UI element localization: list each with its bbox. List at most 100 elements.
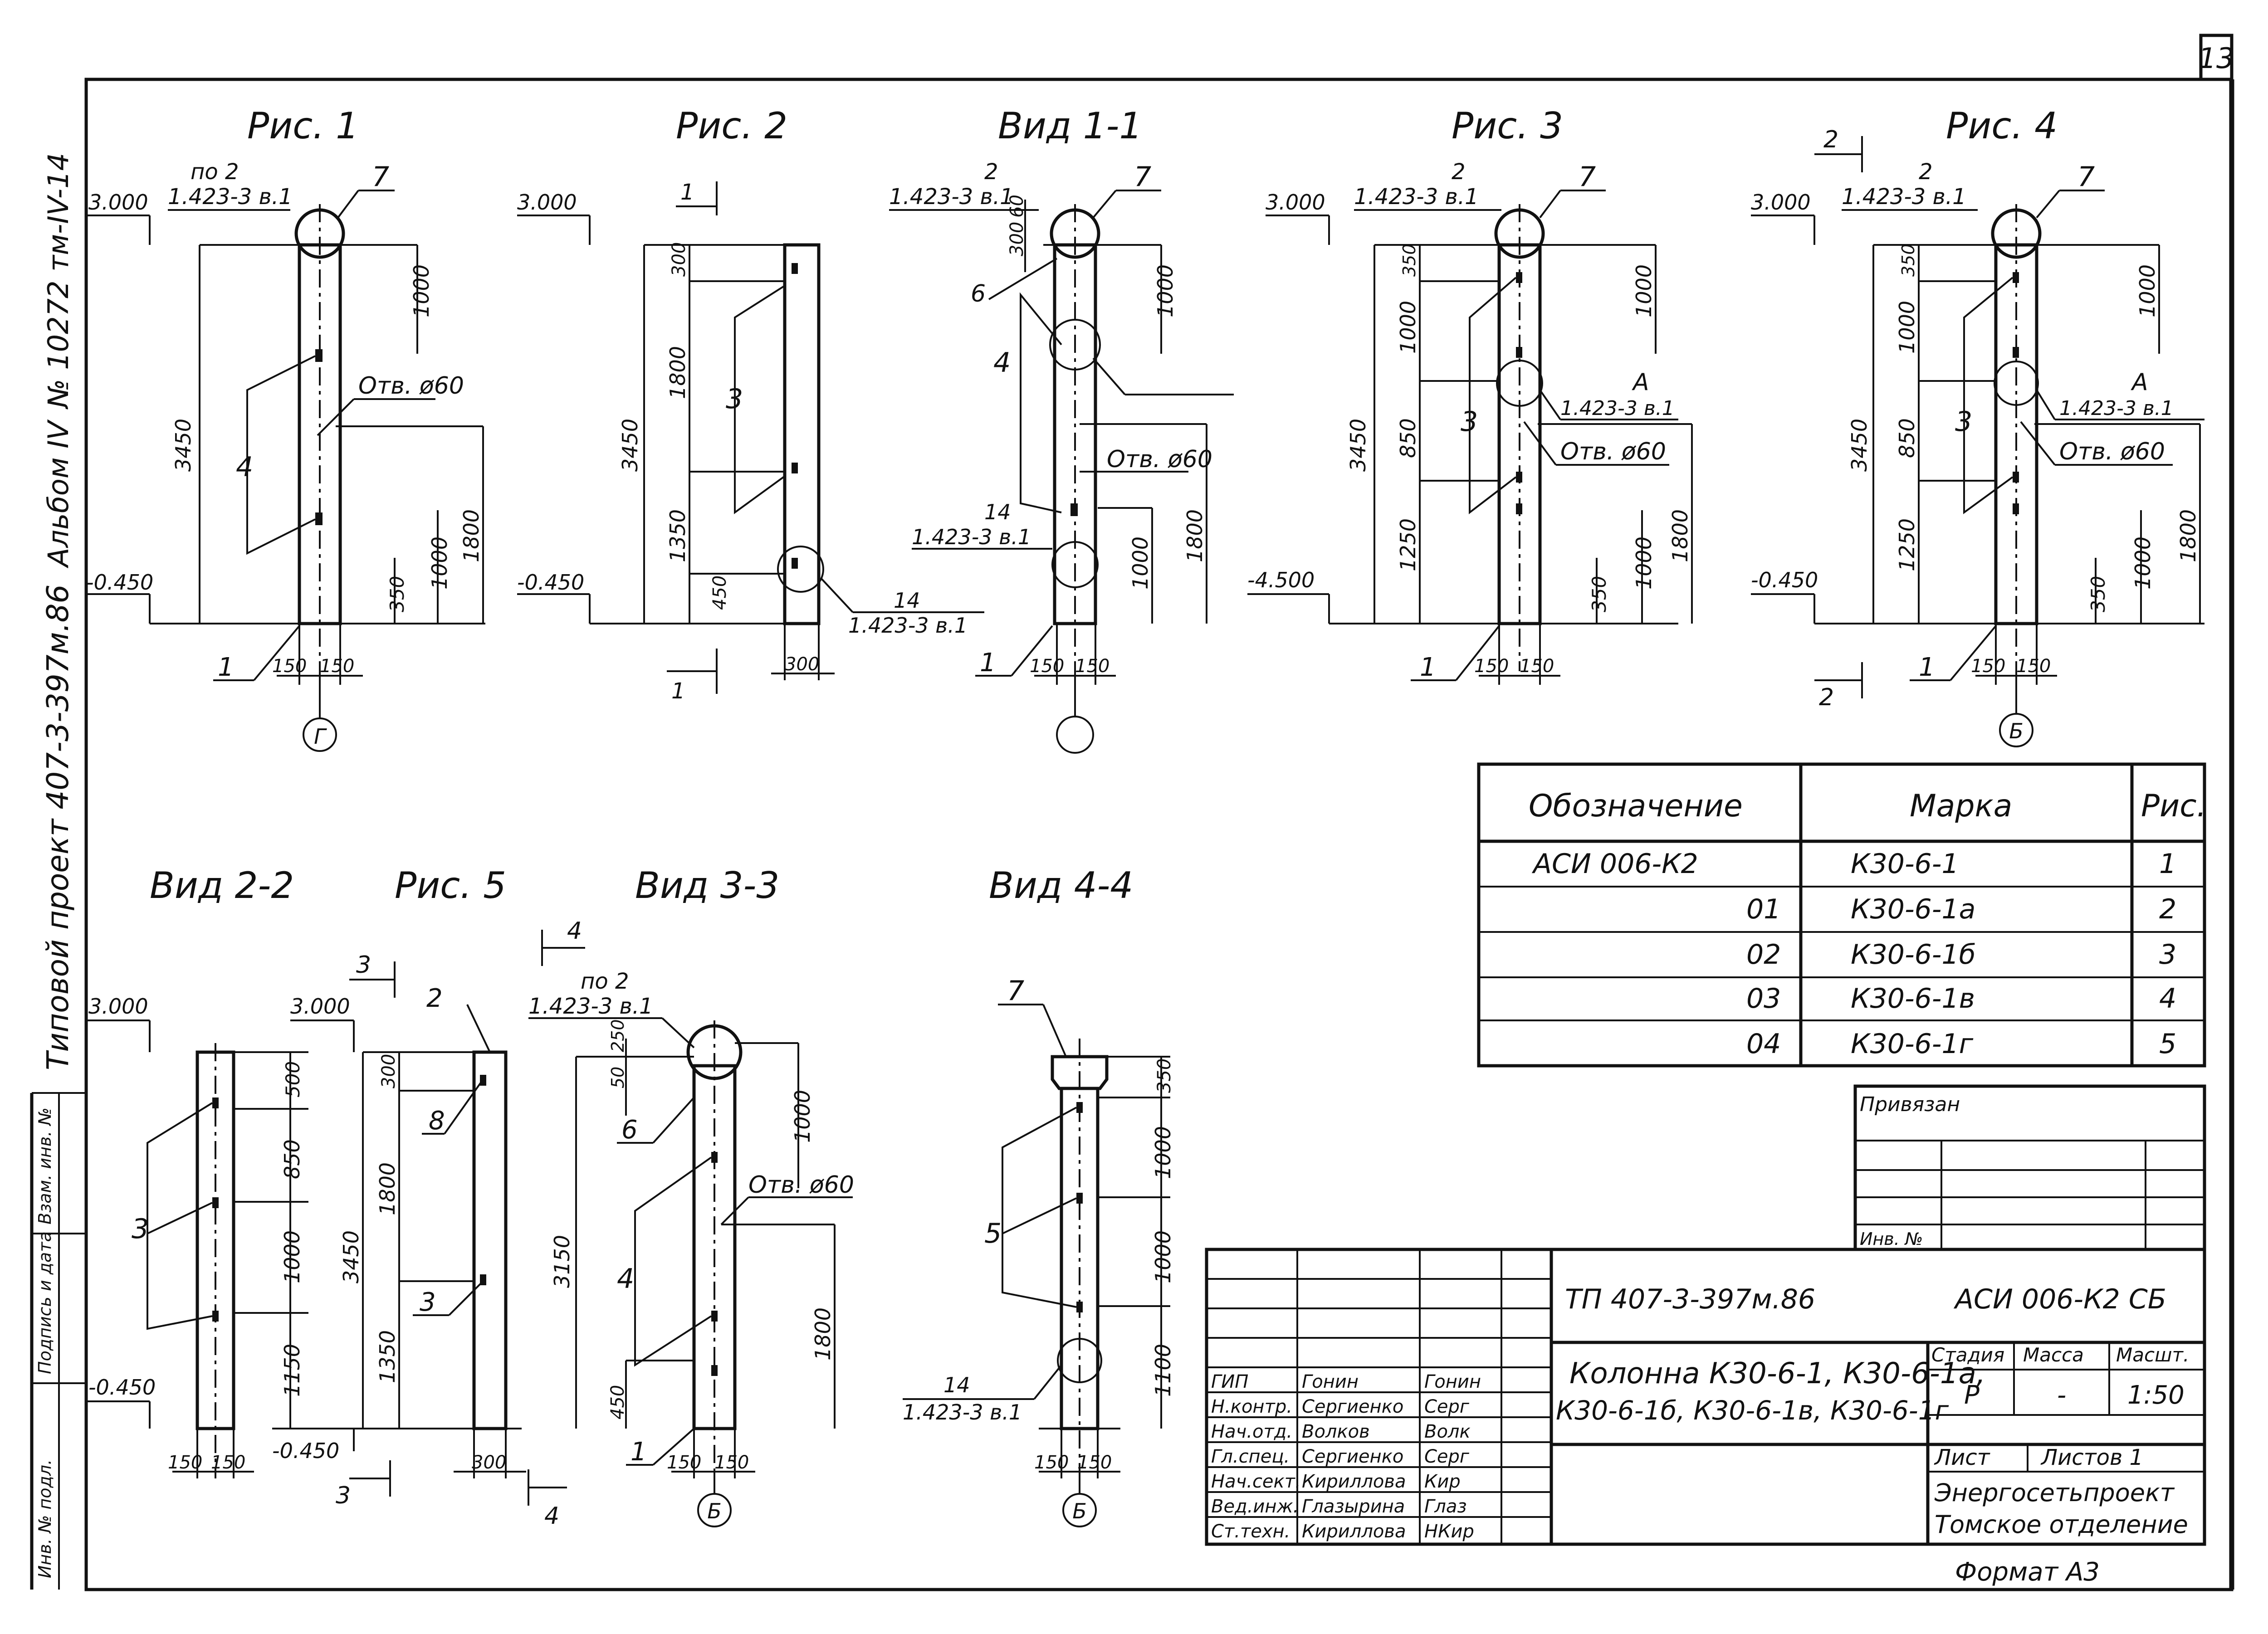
sig-role: Нач.сект. — [1211, 1471, 1301, 1492]
svg-text:3: 3 — [336, 1482, 351, 1509]
svg-text:1: 1 — [631, 1437, 647, 1467]
spec-row-mark: К30-6-1в — [1851, 983, 1975, 1015]
svg-text:Б: Б — [2009, 719, 2024, 743]
sig-signature: Серг — [1424, 1396, 1470, 1417]
spec-row-mark: К30-6-1 — [1851, 848, 1959, 880]
tb-scale: 1:50 — [2127, 1380, 2185, 1410]
svg-text:Отв. ø60: Отв. ø60 — [2059, 438, 2165, 465]
tb-doc-code: АСИ 006-К2 СБ — [1953, 1283, 2166, 1315]
svg-text:4: 4 — [544, 1502, 559, 1530]
sig-signature: Волк — [1424, 1421, 1471, 1442]
svg-text:Б: Б — [1072, 1499, 1087, 1523]
svg-text:60: 60 — [1007, 195, 1027, 218]
figure-view22: Вид 2-2 3.000 -0.450 500 850 1000 1150 1… — [86, 864, 308, 1478]
svg-text:3.000: 3.000 — [1751, 190, 1811, 215]
svg-text:3: 3 — [132, 1213, 149, 1245]
svg-text:150: 150 — [320, 656, 354, 677]
fig2-title: Рис. 2 — [676, 105, 787, 147]
svg-text:Отв. ø60: Отв. ø60 — [748, 1171, 854, 1199]
svg-text:1: 1 — [980, 648, 996, 678]
fig5-title: Рис. 5 — [395, 864, 506, 907]
fig2-elev-top: 3.000 — [517, 190, 577, 215]
svg-text:300: 300 — [1007, 222, 1027, 256]
view33-title: Вид 3-3 — [635, 864, 779, 907]
fig2-column-side — [783, 243, 821, 625]
svg-text:350: 350 — [1399, 244, 1419, 277]
svg-text:1000: 1000 — [2131, 537, 2155, 590]
svg-text:150: 150 — [667, 1452, 701, 1473]
svg-text:300: 300 — [472, 1452, 506, 1473]
svg-text:3450: 3450 — [1847, 419, 1872, 472]
svg-text:14: 14 — [943, 1373, 970, 1397]
sig-name: Кириллова — [1302, 1471, 1406, 1492]
svg-text:1.423-3 в.1: 1.423-3 в.1 — [848, 613, 968, 638]
svg-text:150: 150 — [168, 1452, 202, 1473]
svg-text:1800: 1800 — [459, 509, 484, 562]
svg-text:А: А — [1632, 369, 1649, 396]
sig-signature: НКир — [1424, 1521, 1474, 1542]
spec-row-designation: 04 — [1746, 1028, 1781, 1060]
side-stamp-project: Типовой проект 407-3-397м.86 — [40, 584, 75, 1070]
sig-name: Гонин — [1302, 1371, 1359, 1392]
svg-text:8: 8 — [429, 1106, 445, 1136]
svg-text:14: 14 — [894, 588, 920, 613]
spec-row-fig: 2 — [2159, 893, 2176, 925]
svg-text:1000: 1000 — [280, 1230, 304, 1283]
svg-text:1.423-3 в.1: 1.423-3 в.1 — [912, 525, 1031, 549]
svg-text:4: 4 — [617, 1263, 634, 1295]
fig1-title: Рис. 1 — [247, 105, 359, 147]
sig-signature: Глаз — [1424, 1496, 1467, 1517]
svg-text:500: 500 — [282, 1061, 304, 1097]
svg-text:3: 3 — [1955, 406, 1972, 438]
svg-text:1: 1 — [671, 678, 685, 704]
sig-name: Волков — [1302, 1421, 1370, 1442]
svg-text:6: 6 — [621, 1115, 638, 1145]
fig1-callout-4: 4 — [236, 451, 253, 483]
svg-text:-0.450: -0.450 — [272, 1439, 339, 1463]
svg-text:2: 2 — [1919, 159, 1933, 185]
fig1-ref-top: по 2 — [191, 159, 239, 185]
tb-project-code: ТП 407-3-397м.86 — [1565, 1283, 1815, 1315]
svg-text:3: 3 — [1461, 406, 1478, 438]
svg-text:2: 2 — [984, 159, 998, 185]
fig4-title: Рис. 4 — [1946, 105, 2058, 147]
spec-row-fig: 5 — [2159, 1028, 2176, 1060]
tb-mass: - — [2057, 1380, 2066, 1410]
fig1-callout-7: 7 — [372, 161, 389, 193]
spec-row-designation: 01 — [1746, 893, 1781, 925]
fig1-opening — [315, 512, 323, 525]
sig-signature: Серг — [1424, 1446, 1470, 1467]
side-stamp-album: Альбом IV — [42, 419, 75, 569]
svg-text:150: 150 — [272, 656, 307, 677]
svg-text:350: 350 — [1898, 244, 1918, 277]
svg-text:350: 350 — [1154, 1058, 1175, 1093]
fig5-column-side — [472, 1050, 508, 1430]
tb-scale-header: Масшт. — [2116, 1344, 2189, 1366]
side-stamp-cell-2: Подпись и дата — [35, 1231, 55, 1374]
svg-text:150: 150 — [1474, 656, 1509, 677]
spec-row-designation: 02 — [1746, 939, 1781, 971]
svg-text:1000: 1000 — [1153, 264, 1178, 317]
tb-sheet-label: Лист — [1934, 1445, 1991, 1470]
svg-text:1: 1 — [1420, 653, 1436, 682]
svg-text:1.423-3 в.1: 1.423-3 в.1 — [1560, 397, 1675, 420]
svg-text:350: 350 — [2087, 576, 2109, 612]
tb-title-line1: Колонна К30-6-1, К30-6-1а, — [1569, 1357, 1985, 1390]
svg-text:3.000: 3.000 — [88, 994, 148, 1019]
svg-text:150: 150 — [714, 1452, 749, 1473]
sig-signature: Кир — [1424, 1471, 1461, 1492]
svg-text:3: 3 — [420, 1288, 436, 1317]
svg-text:1.423-3 в.1: 1.423-3 в.1 — [1842, 184, 1966, 210]
svg-text:1350: 1350 — [665, 509, 690, 562]
spec-header-fig: Рис. — [2141, 788, 2206, 824]
svg-text:7: 7 — [1579, 161, 1596, 193]
svg-text:7: 7 — [1134, 161, 1151, 193]
sig-role: Вед.инж. — [1211, 1496, 1299, 1517]
fig3-title: Рис. 3 — [1452, 105, 1563, 147]
svg-text:-4.500: -4.500 — [1247, 568, 1315, 592]
svg-text:3: 3 — [356, 951, 371, 979]
svg-text:1000: 1000 — [790, 1090, 815, 1143]
svg-text:350: 350 — [386, 576, 408, 612]
svg-text:150: 150 — [1520, 656, 1554, 677]
